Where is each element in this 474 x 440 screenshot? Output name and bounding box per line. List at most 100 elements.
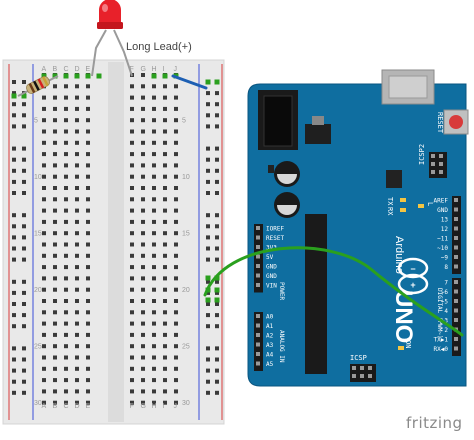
breadboard-hole (141, 129, 145, 134)
breadboard-hole (64, 310, 68, 315)
breadboard-hole (163, 186, 167, 190)
breadboard-hole (152, 129, 156, 134)
rail-hole (12, 224, 16, 229)
breadboard-hole (42, 242, 46, 247)
breadboard-hole (163, 276, 167, 281)
on-label: ON (404, 340, 412, 348)
connected-hole (96, 73, 102, 79)
rail-hole (215, 179, 219, 184)
reset-button-cap[interactable] (449, 115, 463, 129)
breadboard-hole (130, 174, 134, 179)
breadboard-hole (53, 84, 57, 89)
column-letter: B (53, 66, 58, 73)
breadboard-hole (86, 163, 90, 168)
rx-label: RX (386, 207, 394, 216)
breadboard-hole (75, 287, 79, 292)
breadboard-hole (64, 95, 68, 100)
header-pin (454, 346, 458, 351)
rail-hole (12, 257, 16, 262)
rail-hole (22, 368, 26, 373)
rail-hole (22, 235, 26, 240)
rail-hole (215, 313, 219, 318)
breadboard-hole (141, 276, 145, 281)
pin-label: VIN (266, 283, 277, 290)
connected-hole (21, 93, 27, 99)
header-pin (256, 361, 260, 366)
breadboard-hole (53, 287, 57, 292)
breadboard-hole (141, 186, 145, 190)
breadboard-hole (64, 276, 68, 281)
breadboard-hole (141, 299, 145, 303)
breadboard-hole (152, 253, 156, 258)
breadboard-hole (64, 321, 68, 326)
breadboard-hole (141, 118, 145, 123)
breadboard-hole (64, 197, 68, 202)
rail-hole (206, 368, 210, 373)
pin-label: TX▶1 (434, 337, 449, 344)
pin-label: RX◀0 (434, 346, 449, 353)
blue-jumper-wire (171, 74, 208, 90)
breadboard-hole (53, 186, 57, 190)
voltage-regulator (305, 124, 331, 144)
rail-hole (22, 246, 26, 251)
digital-header-label: DIGITAL (PWM~) (436, 288, 443, 339)
breadboard-hole (75, 231, 79, 236)
breadboard-hole (174, 321, 178, 326)
rail-hole (206, 213, 210, 218)
breadboard-hole (141, 253, 145, 258)
breadboard-hole (64, 366, 68, 371)
rail-hole (215, 224, 219, 229)
breadboard-hole (130, 140, 134, 145)
breadboard-hole (53, 332, 57, 337)
rail-hole (215, 124, 219, 129)
breadboard-hole (86, 400, 90, 405)
tx-led (400, 198, 406, 202)
breadboard-hole (75, 378, 79, 383)
breadboard-hole (86, 332, 90, 337)
rail-hole (22, 146, 26, 151)
header-pin (256, 323, 260, 328)
breadboard-hole (174, 344, 178, 349)
breadboard-hole (174, 310, 178, 315)
rail-hole (206, 191, 210, 195)
breadboard-hole (53, 95, 57, 100)
rail-hole (12, 235, 16, 240)
rail-hole (22, 379, 26, 384)
breadboard-hole (53, 129, 57, 134)
breadboard-hole (163, 355, 167, 360)
breadboard-hole (64, 355, 68, 360)
rail-hole (215, 102, 219, 107)
breadboard-hole (174, 400, 178, 405)
rail-hole (12, 346, 16, 351)
column-letter: E (86, 403, 91, 410)
rail-hole (215, 168, 219, 173)
header-pin (256, 342, 260, 347)
rail-hole (206, 157, 210, 162)
breadboard-hole (130, 287, 134, 292)
row-number: 20 (182, 287, 190, 294)
pin-label: RESET (266, 235, 284, 242)
breadboard-hole (141, 321, 145, 326)
breadboard-hole (75, 265, 79, 270)
rail-hole (12, 102, 16, 107)
row-number: 10 (182, 174, 190, 181)
breadboard-hole (64, 118, 68, 123)
rail-hole (12, 179, 16, 184)
breadboard-hole (42, 366, 46, 371)
breadboard-hole (42, 253, 46, 258)
breadboard-hole (130, 242, 134, 247)
breadboard-hole (174, 287, 178, 292)
breadboard-hole (141, 219, 145, 224)
breadboard-hole (152, 299, 156, 303)
rail-hole (206, 290, 210, 295)
header-pin (454, 236, 458, 240)
brand-name: Arduino (393, 236, 405, 274)
breadboard-hole (152, 219, 156, 224)
breadboard-hole (152, 321, 156, 326)
rail-hole (12, 146, 16, 151)
breadboard-hole (75, 186, 79, 190)
led-callout-label: Long Lead(+) (126, 41, 192, 53)
rail-hole (215, 324, 219, 329)
breadboard-holes (11, 73, 220, 405)
